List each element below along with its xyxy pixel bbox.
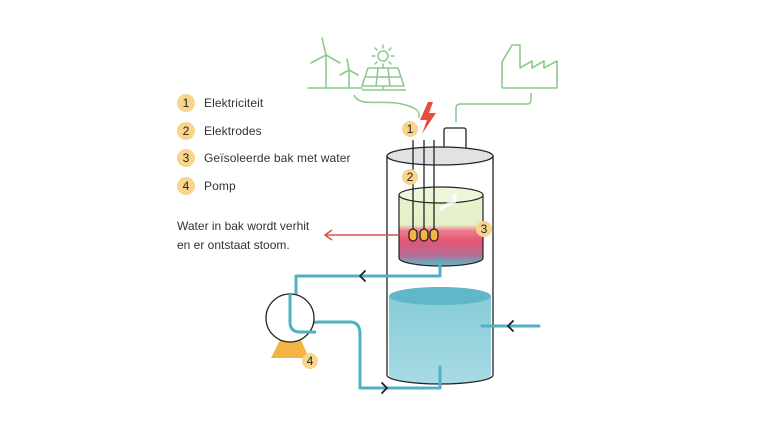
power-wire bbox=[353, 94, 420, 119]
electrodes bbox=[408, 140, 439, 242]
bottom-water-surface bbox=[389, 287, 491, 305]
marker-1-label: 1 bbox=[407, 122, 414, 136]
solar-panel-icon bbox=[361, 67, 406, 91]
lightning-bolt-icon bbox=[420, 102, 436, 134]
legend-label: Elektrodes bbox=[204, 124, 262, 138]
marker-2: 2 bbox=[402, 169, 418, 185]
legend-badge: 2 bbox=[177, 122, 195, 140]
legend-badge: 4 bbox=[177, 177, 195, 195]
flow-arrows bbox=[359, 270, 514, 394]
pump-icon bbox=[265, 293, 316, 358]
heat-arrow bbox=[323, 229, 398, 241]
marker-2-label: 2 bbox=[407, 170, 414, 184]
description-line-1: Water in bak wordt verhit bbox=[177, 219, 310, 233]
steam-wisp bbox=[438, 193, 457, 212]
sun-icon bbox=[371, 44, 395, 68]
legend-badge: 1 bbox=[177, 94, 195, 112]
legend-badge: 3 bbox=[177, 149, 195, 167]
legend-item-electrodes: 2 Elektrodes bbox=[177, 121, 262, 141]
outer-tank-lid bbox=[386, 146, 494, 166]
marker-3-label: 3 bbox=[481, 222, 488, 236]
legend-item-electricity: 1 Elektriciteit bbox=[177, 93, 263, 113]
inner-tank bbox=[398, 194, 484, 267]
marker-4: 4 bbox=[302, 353, 318, 369]
description: Water in bak wordt verhit en er ontstaat… bbox=[177, 217, 309, 255]
wind-turbine-icon bbox=[307, 37, 363, 89]
legend-label: Pomp bbox=[204, 179, 236, 193]
legend-item-pump: 4 Pomp bbox=[177, 176, 236, 196]
marker-4-label: 4 bbox=[307, 354, 314, 368]
marker-3: 3 bbox=[476, 221, 492, 237]
legend-label: Elektriciteit bbox=[204, 96, 264, 110]
factory-pipe bbox=[455, 93, 532, 122]
marker-1: 1 bbox=[402, 121, 418, 137]
legend-item-insulated-tank: 3 Geïsoleerde bak met water bbox=[177, 148, 351, 168]
description-line-2: en er ontstaat stoom. bbox=[177, 238, 290, 252]
inner-tank-rim bbox=[398, 186, 484, 204]
bottom-water bbox=[389, 296, 491, 384]
factory-icon bbox=[501, 44, 558, 89]
legend-label: Geïsoleerde bak met water bbox=[204, 151, 351, 165]
